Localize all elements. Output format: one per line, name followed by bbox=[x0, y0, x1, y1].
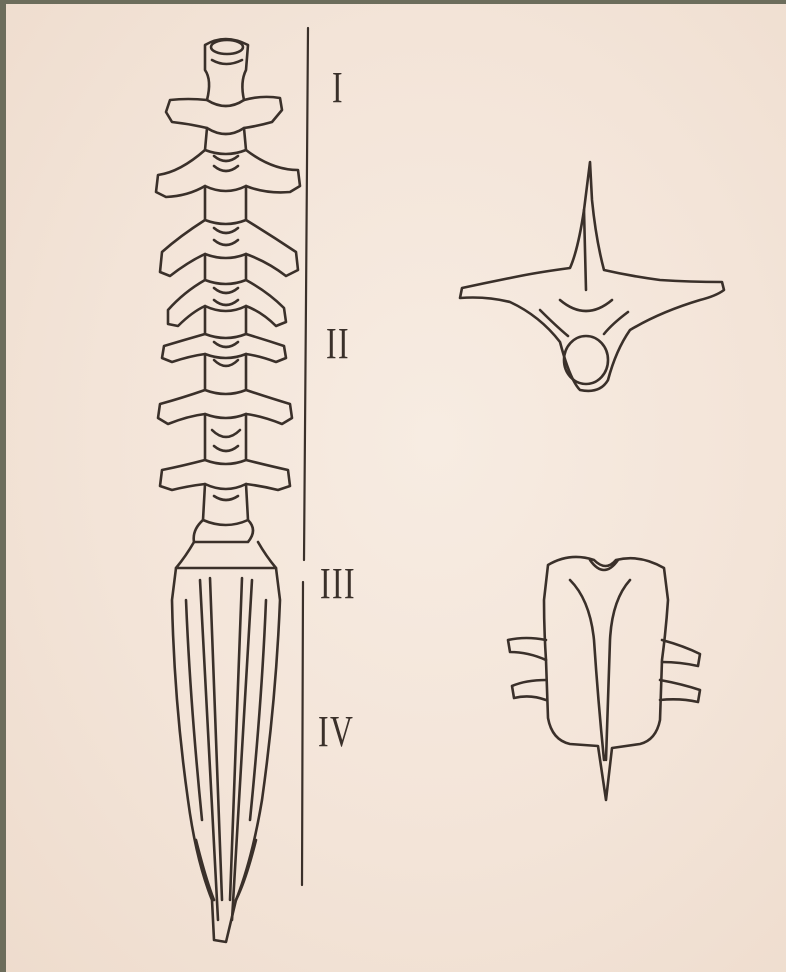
vertebra-top-view bbox=[508, 557, 700, 800]
vertebra-front-view bbox=[460, 162, 724, 391]
section-label-iv: IV bbox=[318, 706, 354, 757]
section-label-iii: III bbox=[320, 558, 356, 609]
section-label-i: I bbox=[332, 62, 344, 113]
section-label-ii: II bbox=[326, 318, 350, 369]
section-divider-line bbox=[302, 28, 308, 885]
spine-dorsal-view bbox=[156, 39, 300, 942]
